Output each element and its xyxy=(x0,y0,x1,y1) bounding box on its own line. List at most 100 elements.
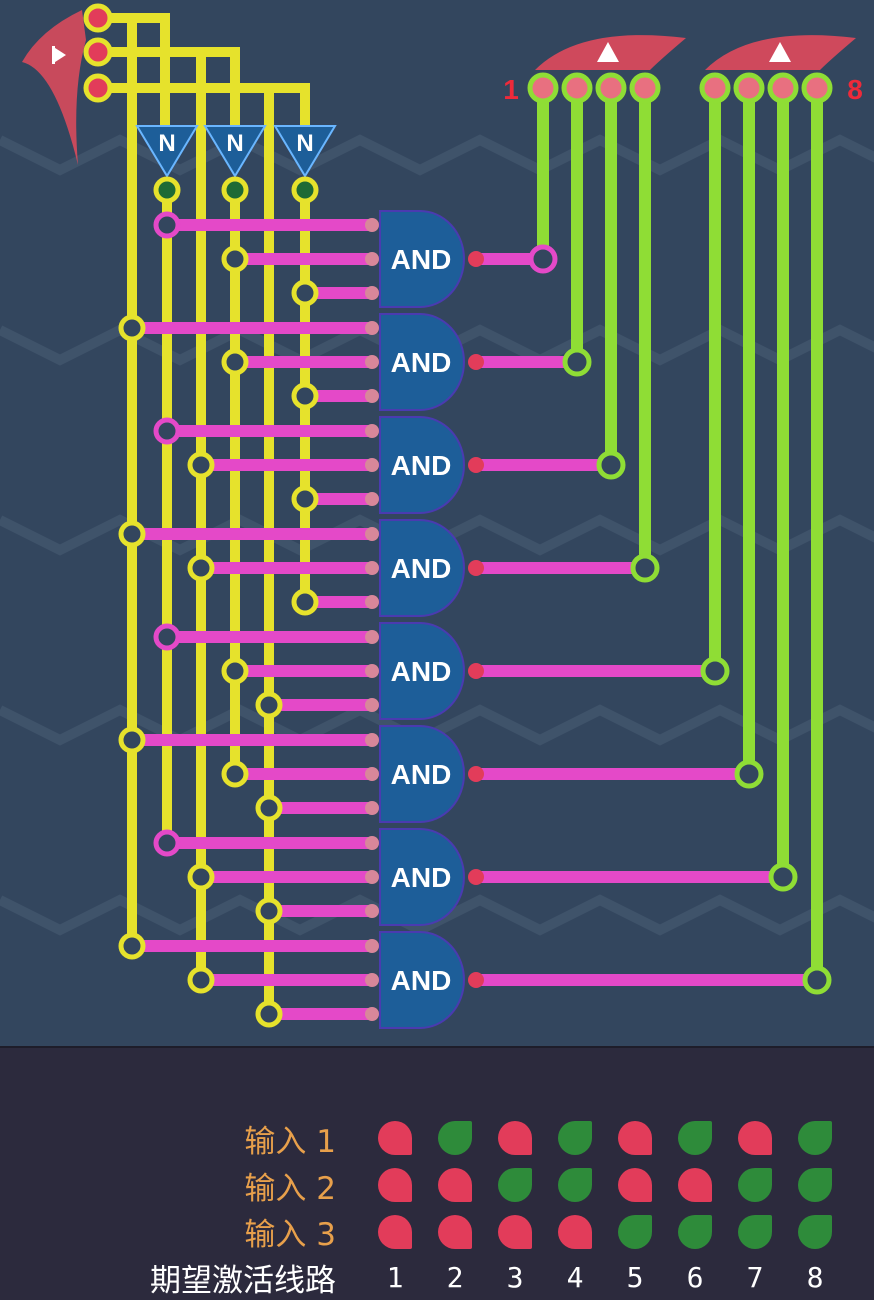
wire-junction[interactable] xyxy=(255,691,283,719)
wire-junction[interactable] xyxy=(153,417,181,445)
wire-junction[interactable] xyxy=(221,657,249,685)
and-gate[interactable]: AND xyxy=(379,725,465,823)
state-indicator xyxy=(558,1168,592,1202)
output-pin[interactable] xyxy=(561,72,593,104)
play-triangle-icon xyxy=(52,46,66,64)
state-indicator xyxy=(618,1121,652,1155)
gate-input-pin xyxy=(365,698,379,712)
gate-input-pin xyxy=(365,767,379,781)
and-gate[interactable]: AND xyxy=(379,622,465,720)
and-gate[interactable]: AND xyxy=(379,210,465,308)
state-indicator xyxy=(378,1168,412,1202)
gate-input-pin xyxy=(365,389,379,403)
state-indicator xyxy=(738,1168,772,1202)
wire-junction[interactable] xyxy=(255,897,283,925)
not-gate[interactable]: N xyxy=(203,125,267,204)
state-indicator xyxy=(678,1168,712,1202)
output-junction[interactable] xyxy=(596,450,626,480)
wire-junction[interactable] xyxy=(221,348,249,376)
and-label: AND xyxy=(391,862,452,893)
expected-number: 4 xyxy=(566,1261,584,1294)
up-triangle-icon xyxy=(769,42,791,62)
output-junction[interactable] xyxy=(630,553,660,583)
output-pin[interactable] xyxy=(733,72,765,104)
wire-junction[interactable] xyxy=(291,382,319,410)
not-gate[interactable]: N xyxy=(135,125,199,204)
wire-junction[interactable] xyxy=(291,485,319,513)
output-junction[interactable] xyxy=(768,862,798,892)
gate-input-pin xyxy=(365,252,379,266)
output-pin[interactable] xyxy=(801,72,833,104)
wire-junction[interactable] xyxy=(291,279,319,307)
input-pin[interactable] xyxy=(83,3,113,33)
gate-input-pin xyxy=(365,218,379,232)
wire-junction[interactable] xyxy=(118,314,146,342)
and-gate[interactable]: AND xyxy=(379,416,465,514)
wire-junction[interactable] xyxy=(187,863,215,891)
and-gate[interactable]: AND xyxy=(379,519,465,617)
and-label: AND xyxy=(391,759,452,790)
wire-junction[interactable] xyxy=(255,1000,283,1028)
expected-active-label: 期望激活线路 xyxy=(150,1263,336,1299)
gate-input-pin xyxy=(365,355,379,369)
state-indicator xyxy=(498,1121,532,1155)
wire-junction[interactable] xyxy=(153,829,181,857)
wire-junction[interactable] xyxy=(221,245,249,273)
wire-junction[interactable] xyxy=(255,794,283,822)
state-indicator xyxy=(798,1168,832,1202)
and-label: AND xyxy=(391,347,452,378)
state-indicator xyxy=(558,1215,592,1249)
not-gate[interactable]: N xyxy=(273,125,337,204)
output-first-label: 1 xyxy=(503,74,519,105)
output-last-label: 8 xyxy=(847,74,863,105)
gate-input-pin xyxy=(365,1007,379,1021)
wire-junction[interactable] xyxy=(221,760,249,788)
and-label: AND xyxy=(391,965,452,996)
wire-junction[interactable] xyxy=(118,520,146,548)
wire-junction[interactable] xyxy=(291,588,319,616)
state-indicator xyxy=(678,1215,712,1249)
output-junction[interactable] xyxy=(734,759,764,789)
gate-input-pin xyxy=(365,870,379,884)
gate-input-pin xyxy=(365,492,379,506)
output-pin[interactable] xyxy=(527,72,559,104)
gate-input-pin xyxy=(365,939,379,953)
gate-input-pin xyxy=(365,733,379,747)
output-receiver-group-b[interactable] xyxy=(705,35,856,70)
up-triangle-icon xyxy=(597,42,619,62)
gate-output-pin xyxy=(468,663,484,679)
input-3-label: 输入 3 xyxy=(244,1217,336,1253)
output-junction[interactable] xyxy=(562,347,592,377)
output-junction[interactable] xyxy=(528,244,558,274)
expected-number: 8 xyxy=(806,1261,824,1294)
and-gate[interactable]: AND xyxy=(379,931,465,1029)
gate-input-pin xyxy=(365,836,379,850)
output-junction[interactable] xyxy=(700,656,730,686)
wire-junction[interactable] xyxy=(118,726,146,754)
input-emitter[interactable] xyxy=(22,10,86,165)
state-indicator xyxy=(498,1168,532,1202)
input-pin[interactable] xyxy=(83,73,113,103)
state-indicator xyxy=(438,1215,472,1249)
output-junction[interactable] xyxy=(802,965,832,995)
wire-junction[interactable] xyxy=(153,211,181,239)
state-indicator xyxy=(438,1121,472,1155)
output-receiver-group-a[interactable] xyxy=(535,35,686,70)
wire-junction[interactable] xyxy=(187,966,215,994)
wire-junction[interactable] xyxy=(153,623,181,651)
state-indicator xyxy=(798,1215,832,1249)
wire-junction[interactable] xyxy=(187,451,215,479)
output-pin[interactable] xyxy=(595,72,627,104)
input-pin[interactable] xyxy=(83,37,113,67)
wire-junction[interactable] xyxy=(118,932,146,960)
gate-input-pin xyxy=(365,664,379,678)
gate-input-pin xyxy=(365,527,379,541)
output-pin[interactable] xyxy=(699,72,731,104)
wire-junction[interactable] xyxy=(187,554,215,582)
and-gate[interactable]: AND xyxy=(379,313,465,411)
output-pin[interactable] xyxy=(629,72,661,104)
output-pin[interactable] xyxy=(767,72,799,104)
state-indicator xyxy=(378,1215,412,1249)
and-gate[interactable]: AND xyxy=(379,828,465,926)
gate-input-pin xyxy=(365,973,379,987)
